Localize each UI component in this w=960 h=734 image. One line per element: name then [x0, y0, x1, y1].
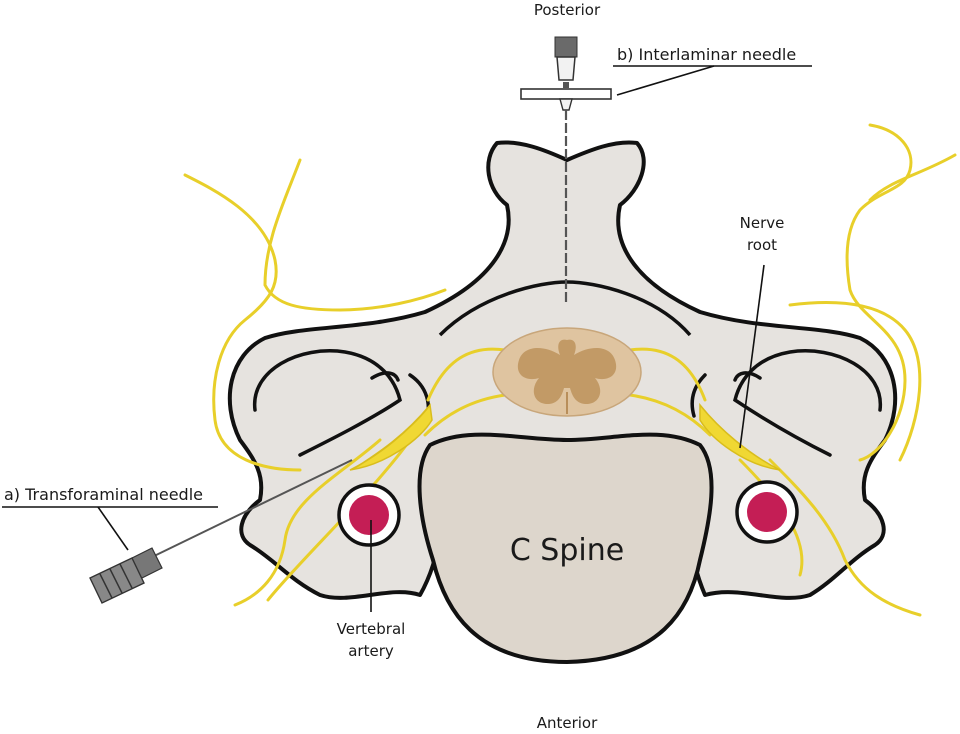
right-vertebral-artery [735, 480, 799, 544]
label-body: C Spine [510, 533, 624, 568]
right-nerve-lower [768, 458, 922, 617]
right-ganglion [699, 402, 781, 471]
left-nerve-lower [233, 438, 382, 607]
transforaminal-needle [89, 459, 353, 604]
left-root-anterior [423, 393, 507, 437]
left-facet-notch [370, 371, 400, 382]
label-posterior: Posterior [534, 1, 601, 19]
left-articular-facet [253, 349, 402, 457]
spinal-cord-grey-matter [517, 339, 617, 405]
left-nerve-ventral [266, 438, 412, 602]
nerve-root-leader [739, 264, 765, 449]
vertebral-body [417, 432, 714, 664]
label-vertebral-artery-line2: artery [348, 642, 394, 660]
right-root-posterior [628, 347, 707, 402]
right-nerve-branch [868, 153, 957, 202]
label-nerve-root-line2: root [747, 236, 777, 254]
label-transforaminal-needle: a) Transforaminal needle [4, 485, 203, 504]
right-foramen-edge [690, 373, 707, 418]
right-facet-notch [733, 371, 762, 382]
label-anterior: Anterior [537, 714, 598, 732]
interlaminar-needle [520, 36, 612, 305]
interlaminar-leader [616, 65, 715, 96]
label-nerve-root-line1: Nerve [740, 214, 785, 232]
left-vertebral-artery [337, 483, 401, 547]
nerve-network [183, 123, 957, 617]
right-nerve-upper [845, 123, 913, 462]
right-articular-facet [733, 349, 882, 457]
left-root-posterior [426, 347, 507, 402]
right-root-anterior [628, 393, 712, 437]
left-nerve-upper [183, 173, 302, 472]
transforaminal-leader [97, 506, 129, 551]
left-nerve-branch [263, 158, 447, 312]
right-nerve-mid [788, 301, 922, 462]
left-ganglion [349, 403, 433, 471]
label-vertebral-artery-line1: Vertebral [337, 620, 406, 638]
label-interlaminar-needle: b) Interlaminar needle [617, 45, 796, 64]
